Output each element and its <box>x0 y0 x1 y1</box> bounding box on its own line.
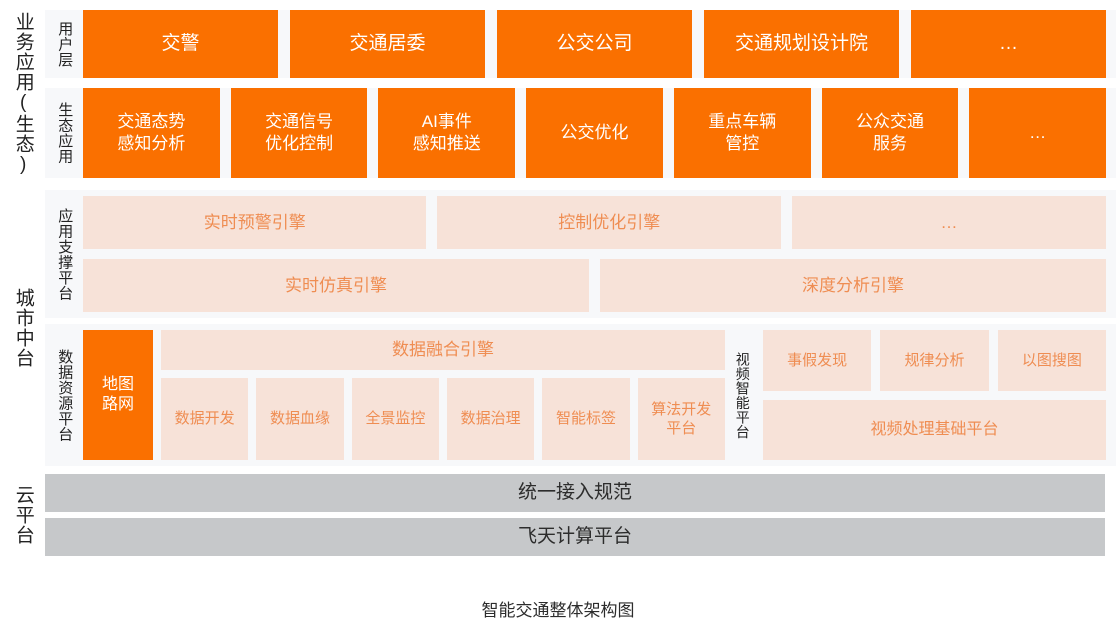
data-tool-data-development[interactable]: 数据开发 <box>161 378 249 460</box>
support-item-realtime-simulation-engine[interactable]: 实时仿真引擎 <box>83 259 589 312</box>
eco-item-public-transport-service[interactable]: 公众交通 服务 <box>821 88 959 178</box>
section-application-support-platform: 应用支撑平台 实时预警引擎 控制优化引擎 … 实时仿真引擎 深度分析引擎 <box>45 190 1116 318</box>
data-tool-data-lineage[interactable]: 数据血缘 <box>256 378 344 460</box>
support-row-1: 实时预警引擎 控制优化引擎 … <box>83 196 1107 249</box>
band-label-application-support-platform: 应用支撑平台 <box>56 207 74 301</box>
band-label-eco-application: 生态应用 <box>56 102 74 164</box>
video-base-processing-platform[interactable]: 视频处理基础平台 <box>763 399 1106 460</box>
eco-item-key-vehicle-control[interactable]: 重点车辆 管控 <box>673 88 811 178</box>
cloud-row-feitian-computing-platform[interactable]: 飞天计算平台 <box>45 518 1105 556</box>
user-layer-item-traffic-police[interactable]: 交警 <box>83 10 278 78</box>
band-label-user-layer: 用户层 <box>56 20 74 68</box>
band-body-data-resource-platform: 地图 路网 数据融合引擎 数据开发 数据血缘 全景监控 数据治理 智能标签 算法… <box>83 330 725 460</box>
eco-item-traffic-situation-analysis[interactable]: 交通态势 感知分析 <box>83 88 220 178</box>
data-tools-row: 数据开发 数据血缘 全景监控 数据治理 智能标签 算法开发 平台 <box>161 378 725 460</box>
data-columns: 数据融合引擎 数据开发 数据血缘 全景监控 数据治理 智能标签 算法开发 平台 <box>161 330 725 460</box>
support-item-control-optimization-engine[interactable]: 控制优化引擎 <box>437 196 781 249</box>
band-body-video-intelligence-platform: 事假发现 规律分析 以图搜图 视频处理基础平台 <box>759 330 1116 460</box>
band-label-data-resource-platform: 数据资源平台 <box>56 348 74 442</box>
data-item-map-road-network[interactable]: 地图 路网 <box>83 330 153 460</box>
band-user-layer: 用户层 交警 交通居委 公交公司 交通规划设计院 … <box>45 10 1116 78</box>
data-tool-data-governance[interactable]: 数据治理 <box>446 378 535 460</box>
support-row-2: 实时仿真引擎 深度分析引擎 <box>83 259 1106 312</box>
data-tool-algorithm-dev-platform[interactable]: 算法开发 平台 <box>637 378 725 460</box>
user-layer-item-traffic-committee[interactable]: 交通居委 <box>290 10 485 78</box>
support-item-deep-analysis-engine[interactable]: 深度分析引擎 <box>600 259 1106 312</box>
support-item-realtime-alert-engine[interactable]: 实时预警引擎 <box>83 196 427 249</box>
outer-label-business: 业务应用(生态) <box>12 12 34 176</box>
data-tool-smart-labeling[interactable]: 智能标签 <box>542 378 630 460</box>
video-app-event-discovery[interactable]: 事假发现 <box>763 330 872 391</box>
user-layer-item-more[interactable]: … <box>911 10 1106 78</box>
eco-item-ai-event-push[interactable]: AI事件 感知推送 <box>378 88 516 178</box>
video-apps-row: 事假发现 规律分析 以图搜图 <box>763 330 1106 391</box>
band-application-support-platform: 应用支撑平台 实时预警引擎 控制优化引擎 … 实时仿真引擎 深度分析引擎 <box>45 196 1116 312</box>
data-item-data-fusion-engine[interactable]: 数据融合引擎 <box>161 330 725 370</box>
outer-label-cloud: 云平台 <box>12 485 34 545</box>
band-body-user-layer: 交警 交通居委 公交公司 交通规划设计院 … <box>83 10 1116 78</box>
band-body-eco-application: 交通态势 感知分析 交通信号 优化控制 AI事件 感知推送 公交优化 重点车辆 … <box>83 88 1116 178</box>
band-data-resource-platform: 数据资源平台 地图 路网 数据融合引擎 数据开发 数据血缘 全景监控 数据治理 … <box>45 330 725 460</box>
outer-label-city: 城市中台 <box>12 288 34 368</box>
eco-item-signal-optimization-control[interactable]: 交通信号 优化控制 <box>230 88 368 178</box>
user-layer-item-bus-company[interactable]: 公交公司 <box>497 10 692 78</box>
support-item-more[interactable]: … <box>791 196 1107 249</box>
video-app-pattern-analysis[interactable]: 规律分析 <box>880 330 989 391</box>
data-tool-panoramic-monitoring[interactable]: 全景监控 <box>351 378 439 460</box>
band-label-video-intelligence-platform: 视频智能平台 <box>734 351 751 439</box>
diagram-caption: 智能交通整体架构图 <box>481 601 635 620</box>
eco-item-more[interactable]: … <box>969 88 1107 178</box>
band-eco-application: 生态应用 交通态势 感知分析 交通信号 优化控制 AI事件 感知推送 公交优化 … <box>45 88 1116 178</box>
user-layer-item-planning-institute[interactable]: 交通规划设计院 <box>704 10 899 78</box>
band-body-application-support-platform: 实时预警引擎 控制优化引擎 … 实时仿真引擎 深度分析引擎 <box>83 196 1116 312</box>
cloud-row-unified-access-standard[interactable]: 统一接入规范 <box>45 474 1105 512</box>
section-data-resource-platform: 数据资源平台 地图 路网 数据融合引擎 数据开发 数据血缘 全景监控 数据治理 … <box>45 324 1116 466</box>
eco-item-bus-optimization[interactable]: 公交优化 <box>526 88 663 178</box>
video-app-image-search[interactable]: 以图搜图 <box>997 330 1106 391</box>
band-video-intelligence-platform: 视频智能平台 事假发现 规律分析 以图搜图 视频处理基础平台 <box>725 330 1116 460</box>
